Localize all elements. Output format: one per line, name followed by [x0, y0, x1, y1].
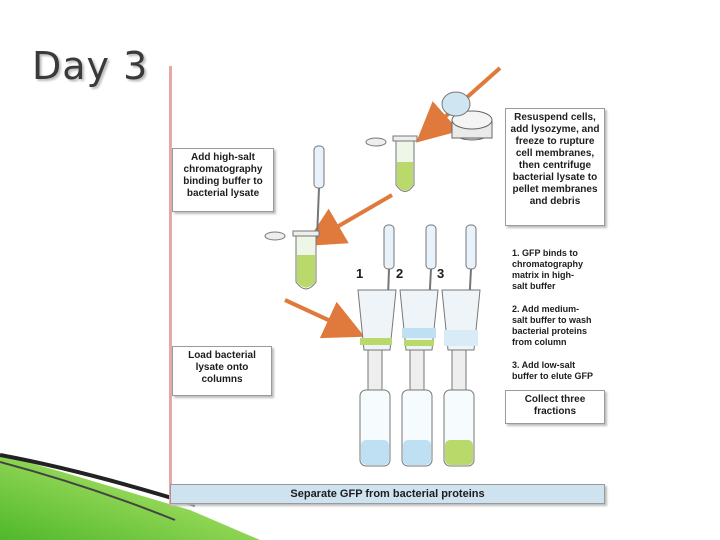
column-3-icon — [441, 224, 481, 467]
slide-title: Day 3 — [32, 44, 149, 88]
column-step-1: 1. GFP binds to chromatography matrix in… — [512, 248, 584, 291]
step-collect-box: Collect three fractions — [505, 390, 605, 424]
column-step-2: 2. Add medium- salt buffer to wash bacte… — [512, 304, 592, 347]
step-load-box: Load bacterial lysate onto columns — [172, 346, 272, 396]
arrow-to-tube-2 — [304, 193, 394, 247]
accent-line — [169, 66, 172, 506]
column-label-3: 3 — [437, 266, 445, 281]
arrow-to-columns — [284, 298, 365, 339]
column-1-icon — [357, 224, 397, 467]
centrifuge-icon — [441, 91, 493, 141]
separate-banner: Separate GFP from bacterial proteins — [170, 484, 605, 504]
column-label-1: 1 — [356, 266, 364, 281]
column-label-2: 2 — [396, 266, 404, 281]
tube-buffer-icon — [264, 230, 320, 290]
tube-lysate-icon — [365, 135, 418, 192]
column-2-icon — [399, 224, 439, 467]
pipette-icon — [313, 145, 325, 239]
step-add-buffer-box: Add high-salt chromatography binding buf… — [172, 148, 274, 212]
step-resuspend-box: Resuspend cells, add lysozyme, and freez… — [505, 108, 605, 226]
column-step-3: 3. Add low-salt buffer to elute GFP — [512, 360, 593, 381]
